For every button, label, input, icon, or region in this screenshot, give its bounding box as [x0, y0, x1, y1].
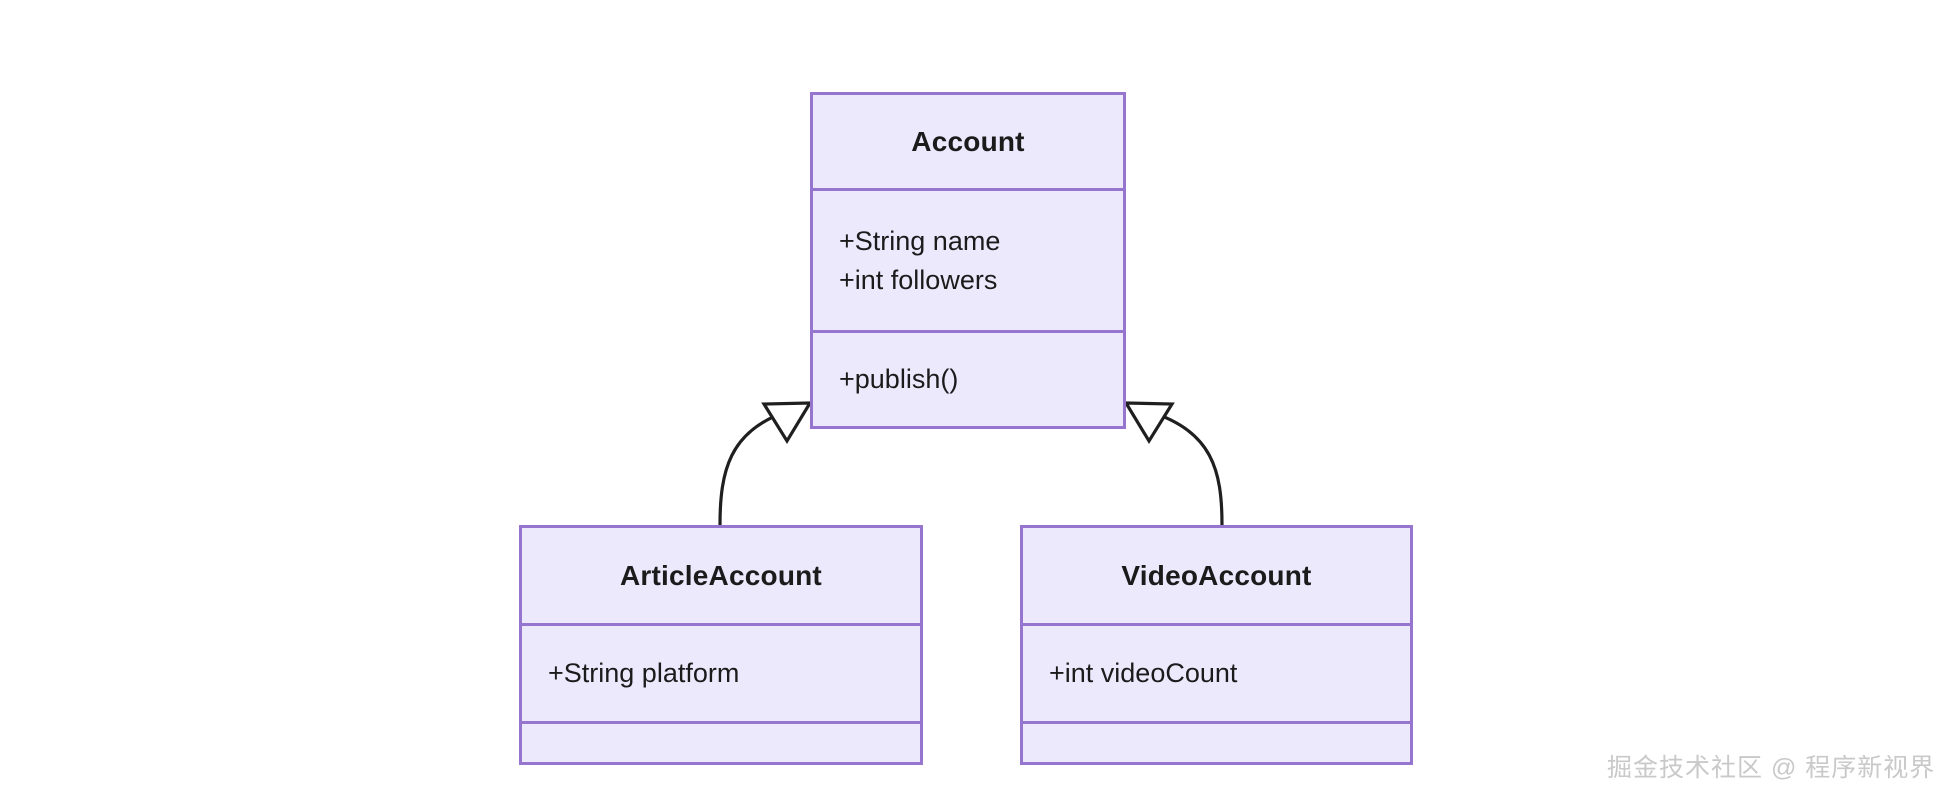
- operation-row: +publish(): [839, 364, 959, 395]
- uml-class-account[interactable]: Account +String name +int followers +pub…: [810, 92, 1126, 429]
- uml-class-video-account[interactable]: VideoAccount +int videoCount: [1020, 525, 1413, 765]
- generalization-edge-video-to-account: [1123, 401, 1224, 527]
- attributes-compartment: +String platform: [522, 623, 920, 721]
- class-title-video-account: VideoAccount: [1121, 559, 1312, 591]
- operations-compartment: +publish(): [813, 330, 1123, 426]
- class-name-compartment: Account: [813, 95, 1123, 188]
- watermark-text: 掘金技术社区 @ 程序新视界: [1607, 754, 1936, 782]
- hollow-triangle-arrowhead: [761, 401, 813, 445]
- hollow-triangle-arrowhead: [1123, 401, 1175, 445]
- attribute-row: +String platform: [548, 658, 740, 689]
- attribute-row: +int videoCount: [1049, 658, 1238, 689]
- attribute-row: +int followers: [839, 264, 998, 295]
- class-name-compartment: VideoAccount: [1023, 528, 1410, 623]
- class-title-article-account: ArticleAccount: [620, 559, 822, 591]
- attribute-row: +String name: [839, 226, 1001, 257]
- attributes-compartment: +String name +int followers: [813, 188, 1123, 330]
- uml-class-article-account[interactable]: ArticleAccount +String platform: [519, 525, 923, 765]
- class-name-compartment: ArticleAccount: [522, 528, 920, 623]
- operations-compartment: [522, 721, 920, 762]
- operations-compartment: [1023, 721, 1410, 762]
- class-title-account: Account: [911, 125, 1025, 157]
- attributes-compartment: +int videoCount: [1023, 623, 1410, 721]
- generalization-edge-article-to-account: [718, 401, 813, 527]
